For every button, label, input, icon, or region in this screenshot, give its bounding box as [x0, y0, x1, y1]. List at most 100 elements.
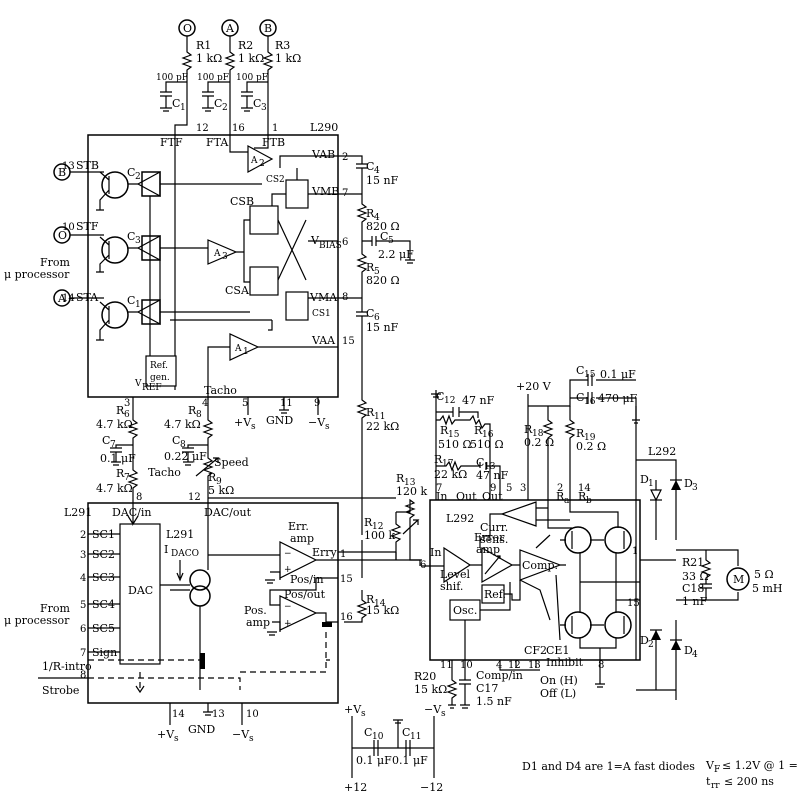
c4-sub: 4 — [374, 166, 380, 176]
a3-label: A — [213, 249, 221, 259]
r12-label: R — [364, 516, 373, 529]
csb-label: CSB — [230, 195, 254, 208]
from-mp-top-line2: μ processor — [4, 268, 70, 281]
l291-pin12: 12 — [188, 492, 201, 503]
comp-label: Comp. — [522, 559, 558, 572]
c1-value: 100 pF — [156, 73, 188, 83]
l290-pin3: 3 — [124, 398, 130, 409]
c1-sub: 1 — [180, 103, 186, 113]
r19-label: R — [576, 427, 585, 440]
a2-sub: 2 — [259, 159, 265, 169]
r6-value: 4.7 kΩ — [96, 418, 133, 431]
d3-label: D — [684, 477, 693, 490]
level-line2: shif. — [440, 580, 463, 593]
l292-pin6: 6 — [420, 560, 426, 571]
c16-label: C — [576, 391, 584, 404]
connector-o-left-label: O — [58, 229, 67, 242]
d4-label: D — [684, 644, 693, 657]
c3-capacitor — [241, 81, 268, 112]
c2-capacitor — [202, 81, 230, 112]
d2-sub: 2 — [648, 640, 654, 650]
sign-pin: 7 — [80, 648, 86, 659]
connector-b-left-label: B — [58, 166, 66, 179]
pos-minus: − — [284, 602, 292, 612]
l292-pin10: 10 — [460, 660, 473, 671]
l290-stb: STB — [76, 159, 99, 172]
diode-d1 — [650, 489, 662, 502]
c15-label: C — [576, 364, 584, 377]
r1-value: 1 kΩ — [196, 52, 222, 65]
erry-label: Erry — [312, 546, 338, 559]
r8-value: 4.7 kΩ — [164, 418, 201, 431]
r8-sub: 8 — [196, 410, 202, 420]
note-trr-rest: ≤ 200 ns — [724, 775, 774, 788]
r11-value: 22 kΩ — [366, 420, 399, 433]
l292-bottom-network — [446, 660, 605, 709]
r9-value: 5 kΩ — [208, 484, 234, 497]
r5-value: 820 Ω — [366, 274, 400, 287]
l290-bottom-stubs — [132, 397, 319, 415]
sc2-pin: 3 — [80, 550, 86, 561]
comparator-c3: C 3 — [127, 230, 208, 262]
dac-block — [119, 523, 161, 665]
r6-c7-r7 — [110, 412, 139, 503]
a1-label: A — [234, 344, 242, 354]
r15-sub: 15 — [448, 430, 460, 440]
d2-label: D — [640, 634, 649, 647]
l290-ftb: FTB — [262, 136, 285, 149]
pos-amp-line2: amp — [246, 616, 270, 629]
l292-pin7: 7 — [436, 483, 442, 494]
error-amp-adj — [484, 555, 501, 575]
current-mirror — [160, 503, 211, 690]
l290-vmb: VMB — [311, 185, 339, 198]
l290-vbias-sub: BIAS — [319, 241, 342, 251]
error-amp — [279, 541, 318, 579]
r13-adjust-arrow — [402, 519, 420, 535]
right-rc-chain: C 4 15 nF R 4 820 Ω C 5 2.2 μF R 5 820 Ω… — [338, 155, 427, 623]
dac-inputs: 2 SC1 3 SC2 4 SC3 5 SC4 6 SC5 7 Sign — [80, 528, 120, 659]
r18-r19-sense — [527, 406, 576, 500]
c15-sub: 15 — [584, 370, 596, 380]
supply-plus12: +12 — [344, 781, 367, 794]
c4-label: C — [366, 160, 374, 173]
input-filter-gnd — [431, 393, 441, 398]
connector-o-top-label: O — [183, 22, 192, 35]
r6-label: R — [116, 404, 125, 417]
r3-value: 1 kΩ — [275, 52, 301, 65]
osc-label: Osc. — [453, 604, 477, 617]
l290-pin14: 14 — [62, 293, 75, 304]
r6-sub: 6 — [124, 410, 130, 420]
c8-sub: 8 — [180, 440, 186, 450]
r1-resistor — [174, 36, 193, 390]
c2-label: C — [127, 166, 135, 179]
inhibit-off: Off (L) — [540, 687, 576, 700]
l291-pin14: 14 — [172, 709, 185, 720]
transistor-sta — [96, 301, 129, 341]
l291-pin16: 16 — [340, 612, 353, 623]
r5-sub: 5 — [374, 267, 380, 277]
idaco-arrow — [176, 560, 184, 582]
c17-value: 1.5 nF — [476, 695, 512, 708]
pos-plus: + — [284, 619, 292, 629]
l290-pin2: 2 — [342, 152, 348, 163]
c10-sub: 10 — [372, 732, 384, 742]
l292-pin12: 12 — [508, 660, 521, 671]
r18-sub: 18 — [532, 429, 544, 439]
ce1-label: CE1 — [546, 644, 569, 657]
c5-sub: 5 — [388, 236, 394, 246]
level-shifter — [443, 546, 472, 584]
l290-pin11: 11 — [280, 398, 293, 409]
r13-label: R — [396, 472, 405, 485]
l291-name: L291 — [64, 506, 92, 519]
r19-sub: 19 — [584, 433, 596, 443]
motor-label: M — [733, 573, 744, 586]
l290-pin12: 12 — [196, 123, 209, 134]
plus20v-label: +20 V — [516, 380, 552, 393]
c11-sub: 11 — [410, 732, 421, 742]
r17-label: R — [434, 453, 443, 466]
l291-bottom-pins — [169, 703, 243, 725]
idaco-label: I — [164, 543, 168, 556]
speed-label: Speed — [214, 456, 249, 469]
a2-label: A — [250, 156, 258, 166]
